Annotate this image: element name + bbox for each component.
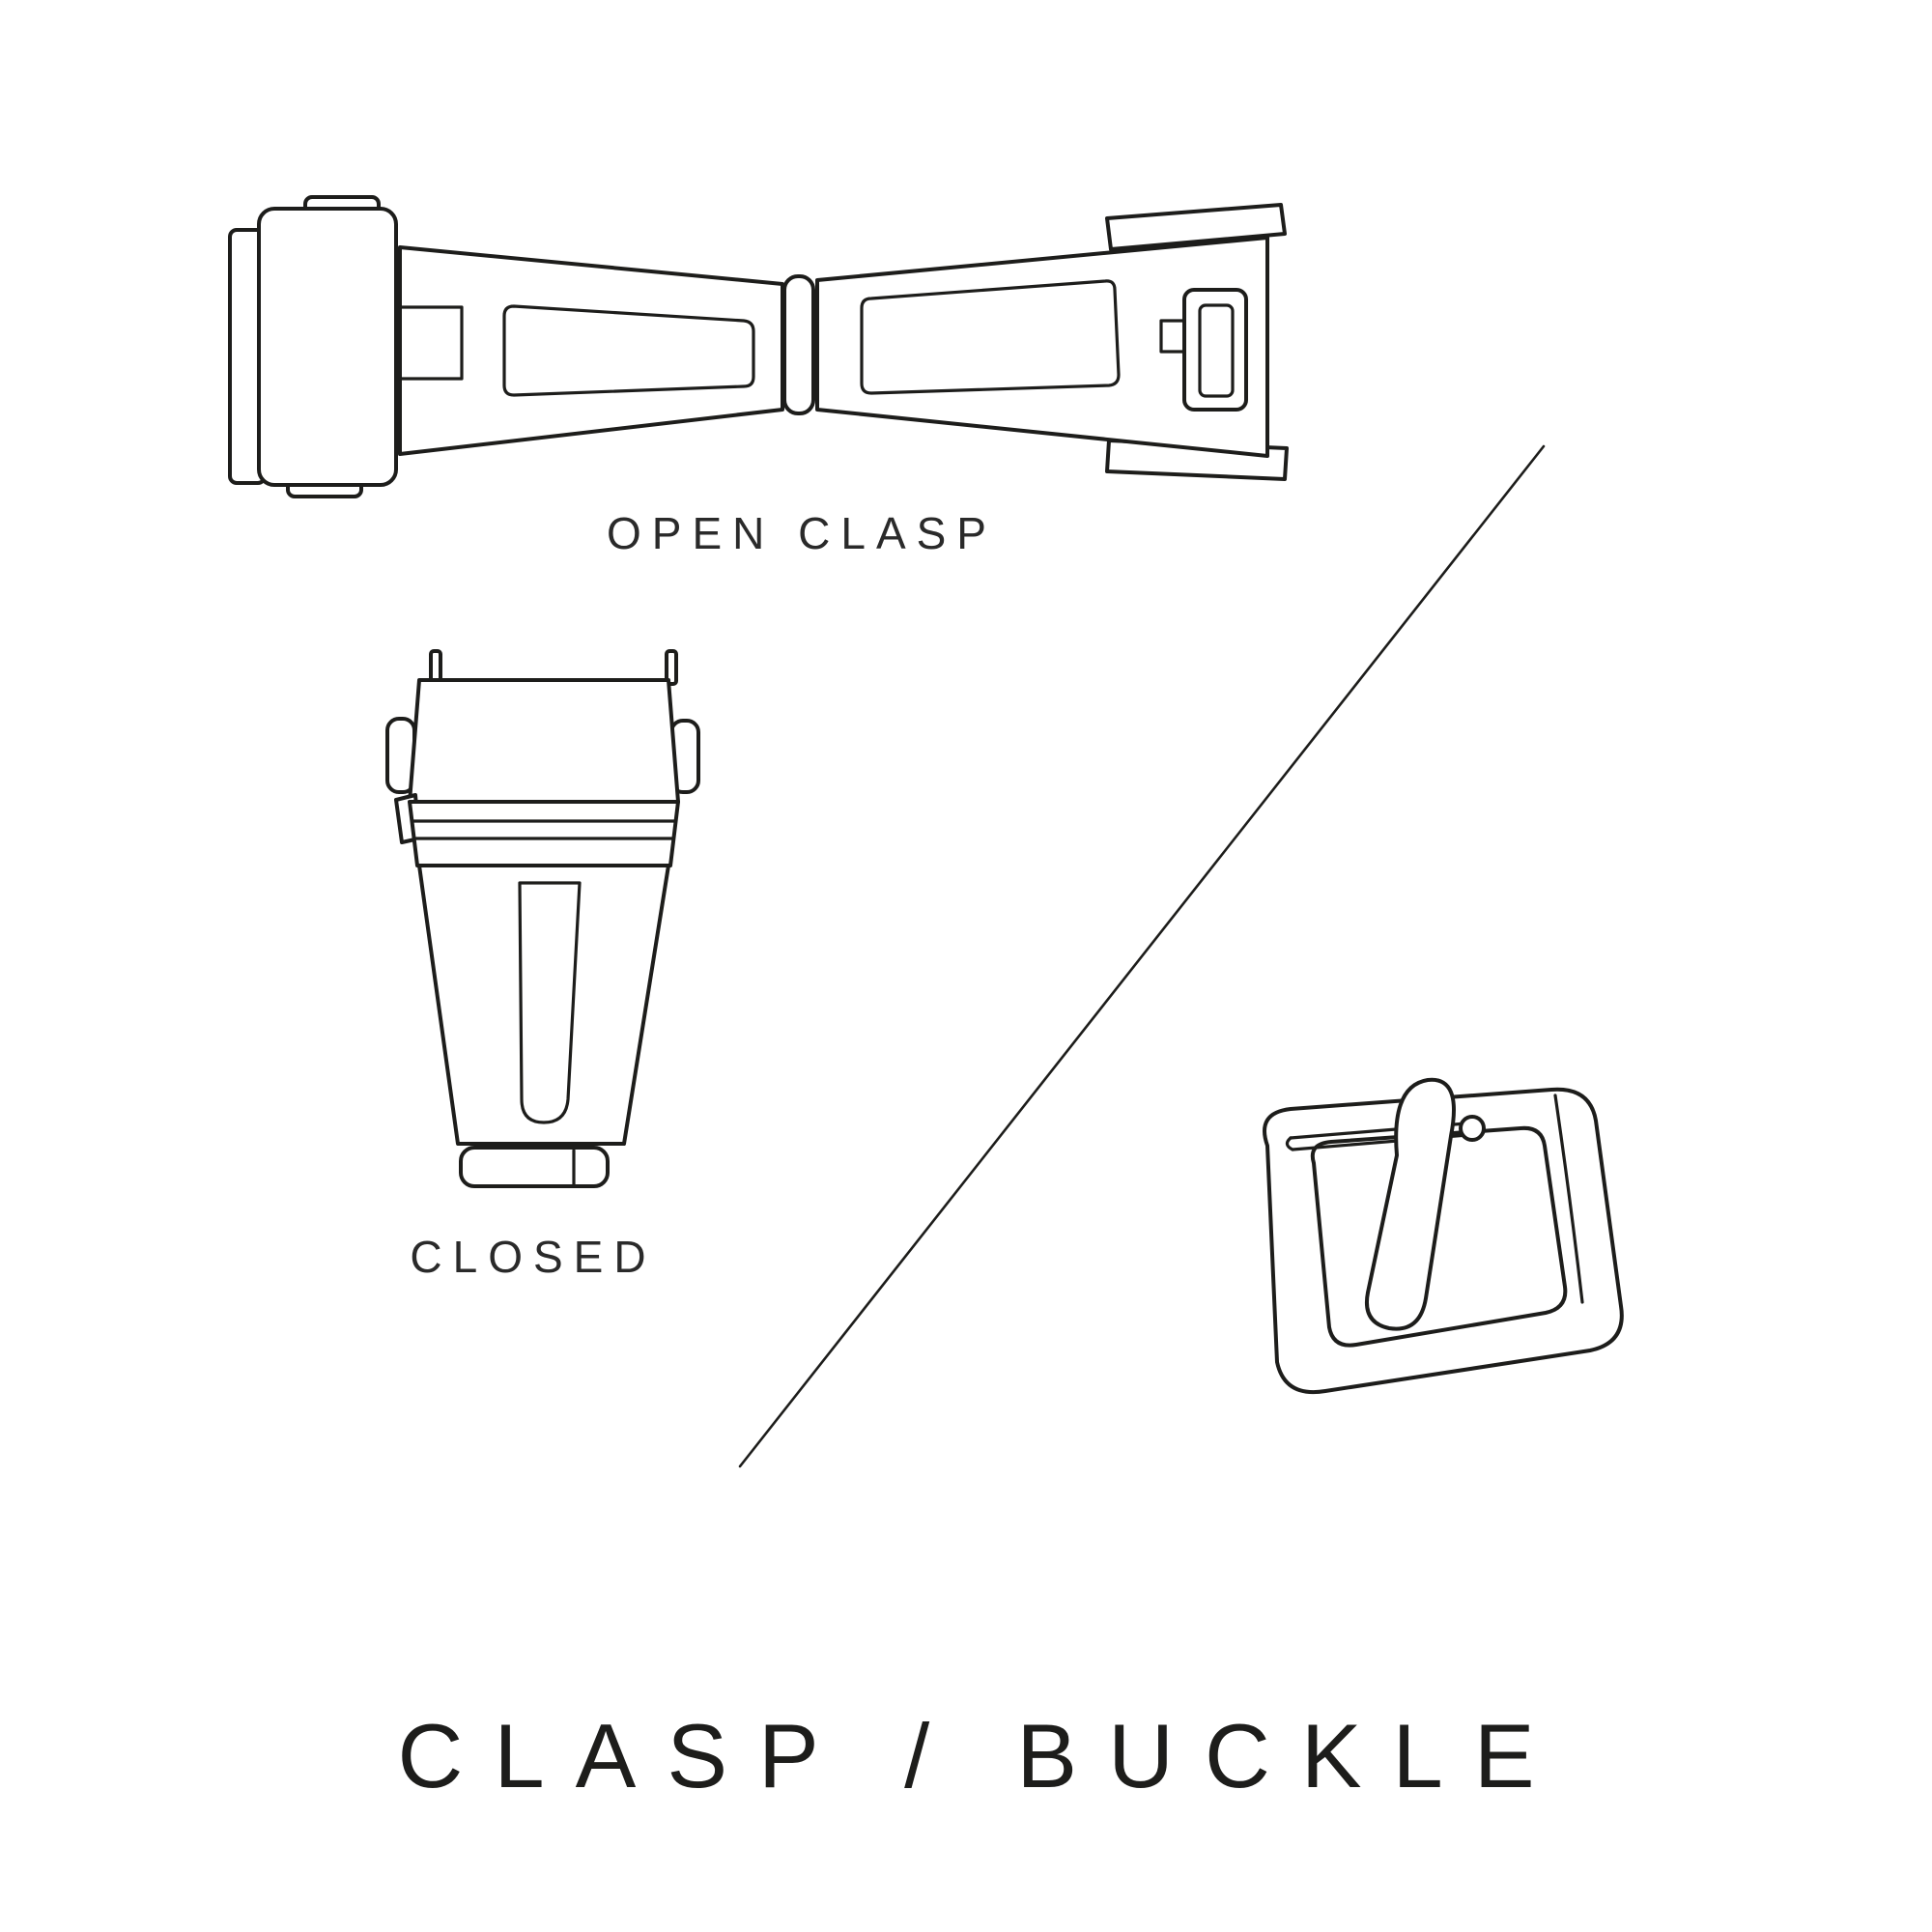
open-clasp-label: OPEN CLASP <box>607 508 997 558</box>
divider-line <box>738 444 1546 1468</box>
closed-clasp-illustration <box>385 649 700 1188</box>
page-title: CLASP / BUCKLE <box>397 1705 1566 1806</box>
closed-clasp-label: CLOSED <box>410 1232 657 1282</box>
open-clasp-illustration <box>228 195 1289 498</box>
pin-buckle-illustration <box>1263 1077 1624 1395</box>
